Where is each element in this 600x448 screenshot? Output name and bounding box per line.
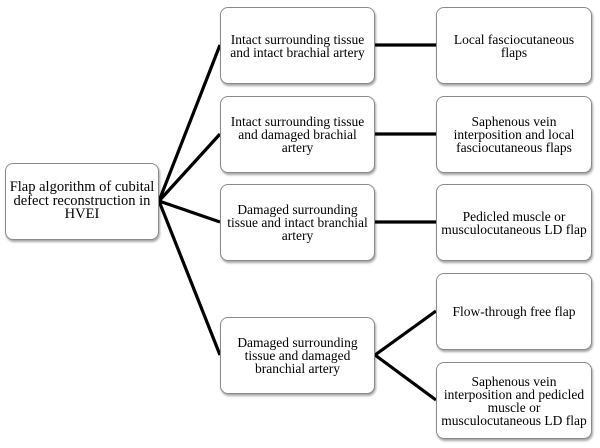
condition-node-3: Damaged surrounding tissue and intact br… [220,184,375,261]
treatment-node-label: Pedicled muscle or musculocutaneous LD f… [441,208,587,237]
edge-condition-4-treatment-5 [374,353,437,402]
treatment-node-5: Saphenous vein interposition and pedicle… [436,362,592,439]
treatment-node-label: Saphenous vein interposition and local f… [453,114,575,155]
treatment-node-4: Flow-through free flap [436,273,592,350]
treatment-node-3: Pedicled muscle or musculocutaneous LD f… [436,184,592,261]
root-node-label: Flap algorithm of cubital defect reconst… [9,179,155,223]
edge-root-condition-3 [158,199,221,224]
treatment-node-label: Local fasciocutaneous flaps [453,31,575,60]
condition-node-label: Damaged surrounding tissue and damaged b… [237,335,358,376]
treatment-node-1: Local fasciocutaneous flaps [436,7,592,84]
treatment-node-label: Saphenous vein interposition and pedicle… [441,373,587,428]
edge-condition-4-treatment-4 [374,309,437,357]
condition-node-label: Intact surrounding tissue and intact bra… [230,31,365,60]
treatment-node-2: Saphenous vein interposition and local f… [436,96,592,173]
edge-root-condition-1 [157,44,222,202]
condition-node-label: Damaged surrounding tissue and intact br… [227,202,368,243]
condition-node-label: Intact surrounding tissue and damaged br… [230,114,365,155]
treatment-node-label: Flow-through free flap [452,304,576,319]
condition-node-4: Damaged surrounding tissue and damaged b… [220,317,375,394]
edge-root-condition-4 [157,200,222,356]
condition-node-2: Intact surrounding tissue and damaged br… [220,96,375,173]
edge-root-condition-2 [157,132,222,203]
root-node: Flap algorithm of cubital defect reconst… [5,163,159,240]
condition-node-1: Intact surrounding tissue and intact bra… [220,7,375,84]
